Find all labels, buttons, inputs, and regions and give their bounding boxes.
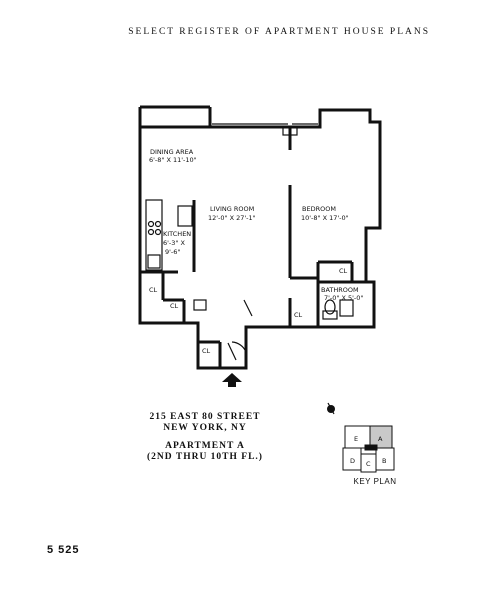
address-block: 215 EAST 80 STREET NEW YORK, NY xyxy=(120,412,290,434)
closet-label: CL xyxy=(149,286,158,294)
bedroom-label: BEDROOM xyxy=(302,205,336,213)
address-street: 215 EAST 80 STREET xyxy=(149,412,261,422)
key-unit-c: C xyxy=(366,460,371,468)
kitchen-label: KITCHEN xyxy=(163,230,191,238)
kitchen-dims-2: 9'-6" xyxy=(165,248,180,256)
living-label: LIVING ROOM xyxy=(210,205,254,213)
dining-label: DINING AREA xyxy=(150,148,194,156)
key-plan xyxy=(342,425,395,473)
page-number: 5 525 xyxy=(47,544,80,556)
apartment-floors: (2ND THRU 10TH FL.) xyxy=(147,452,263,462)
living-dims: 12'-0" X 27'-1" xyxy=(208,214,256,222)
closet-label: CL xyxy=(294,311,303,319)
register-header: SELECT REGISTER OF APARTMENT HOUSE PLANS xyxy=(128,27,430,37)
closet-label: CL xyxy=(202,347,211,355)
apartment-name: APARTMENT A xyxy=(165,441,245,451)
address-city: NEW YORK, NY xyxy=(163,423,247,433)
key-unit-b: B xyxy=(382,457,386,465)
entry-arrow-icon xyxy=(222,373,242,387)
dining-dims: 6'-8" X 11'-10" xyxy=(149,156,197,164)
key-plan-caption: KEY PLAN xyxy=(353,477,397,486)
key-unit-a: A xyxy=(378,435,383,443)
plan-walls xyxy=(138,105,382,370)
key-unit-e: E xyxy=(354,435,358,443)
closet-label: CL xyxy=(170,302,179,310)
bathroom-dims: 7'-0" X 5'-0" xyxy=(324,294,363,302)
plan-fixtures xyxy=(145,123,354,361)
kitchen-dims-1: 6'-3" X xyxy=(163,239,185,247)
compass-icon xyxy=(327,402,335,415)
bathroom-label: BATHROOM xyxy=(321,286,359,294)
closet-label: CL xyxy=(339,267,348,275)
bedroom-dims: 10'-8" X 17'-0" xyxy=(301,214,349,222)
key-unit-d: D xyxy=(350,457,355,465)
apartment-block: APARTMENT A (2ND THRU 10TH FL.) xyxy=(120,441,290,463)
